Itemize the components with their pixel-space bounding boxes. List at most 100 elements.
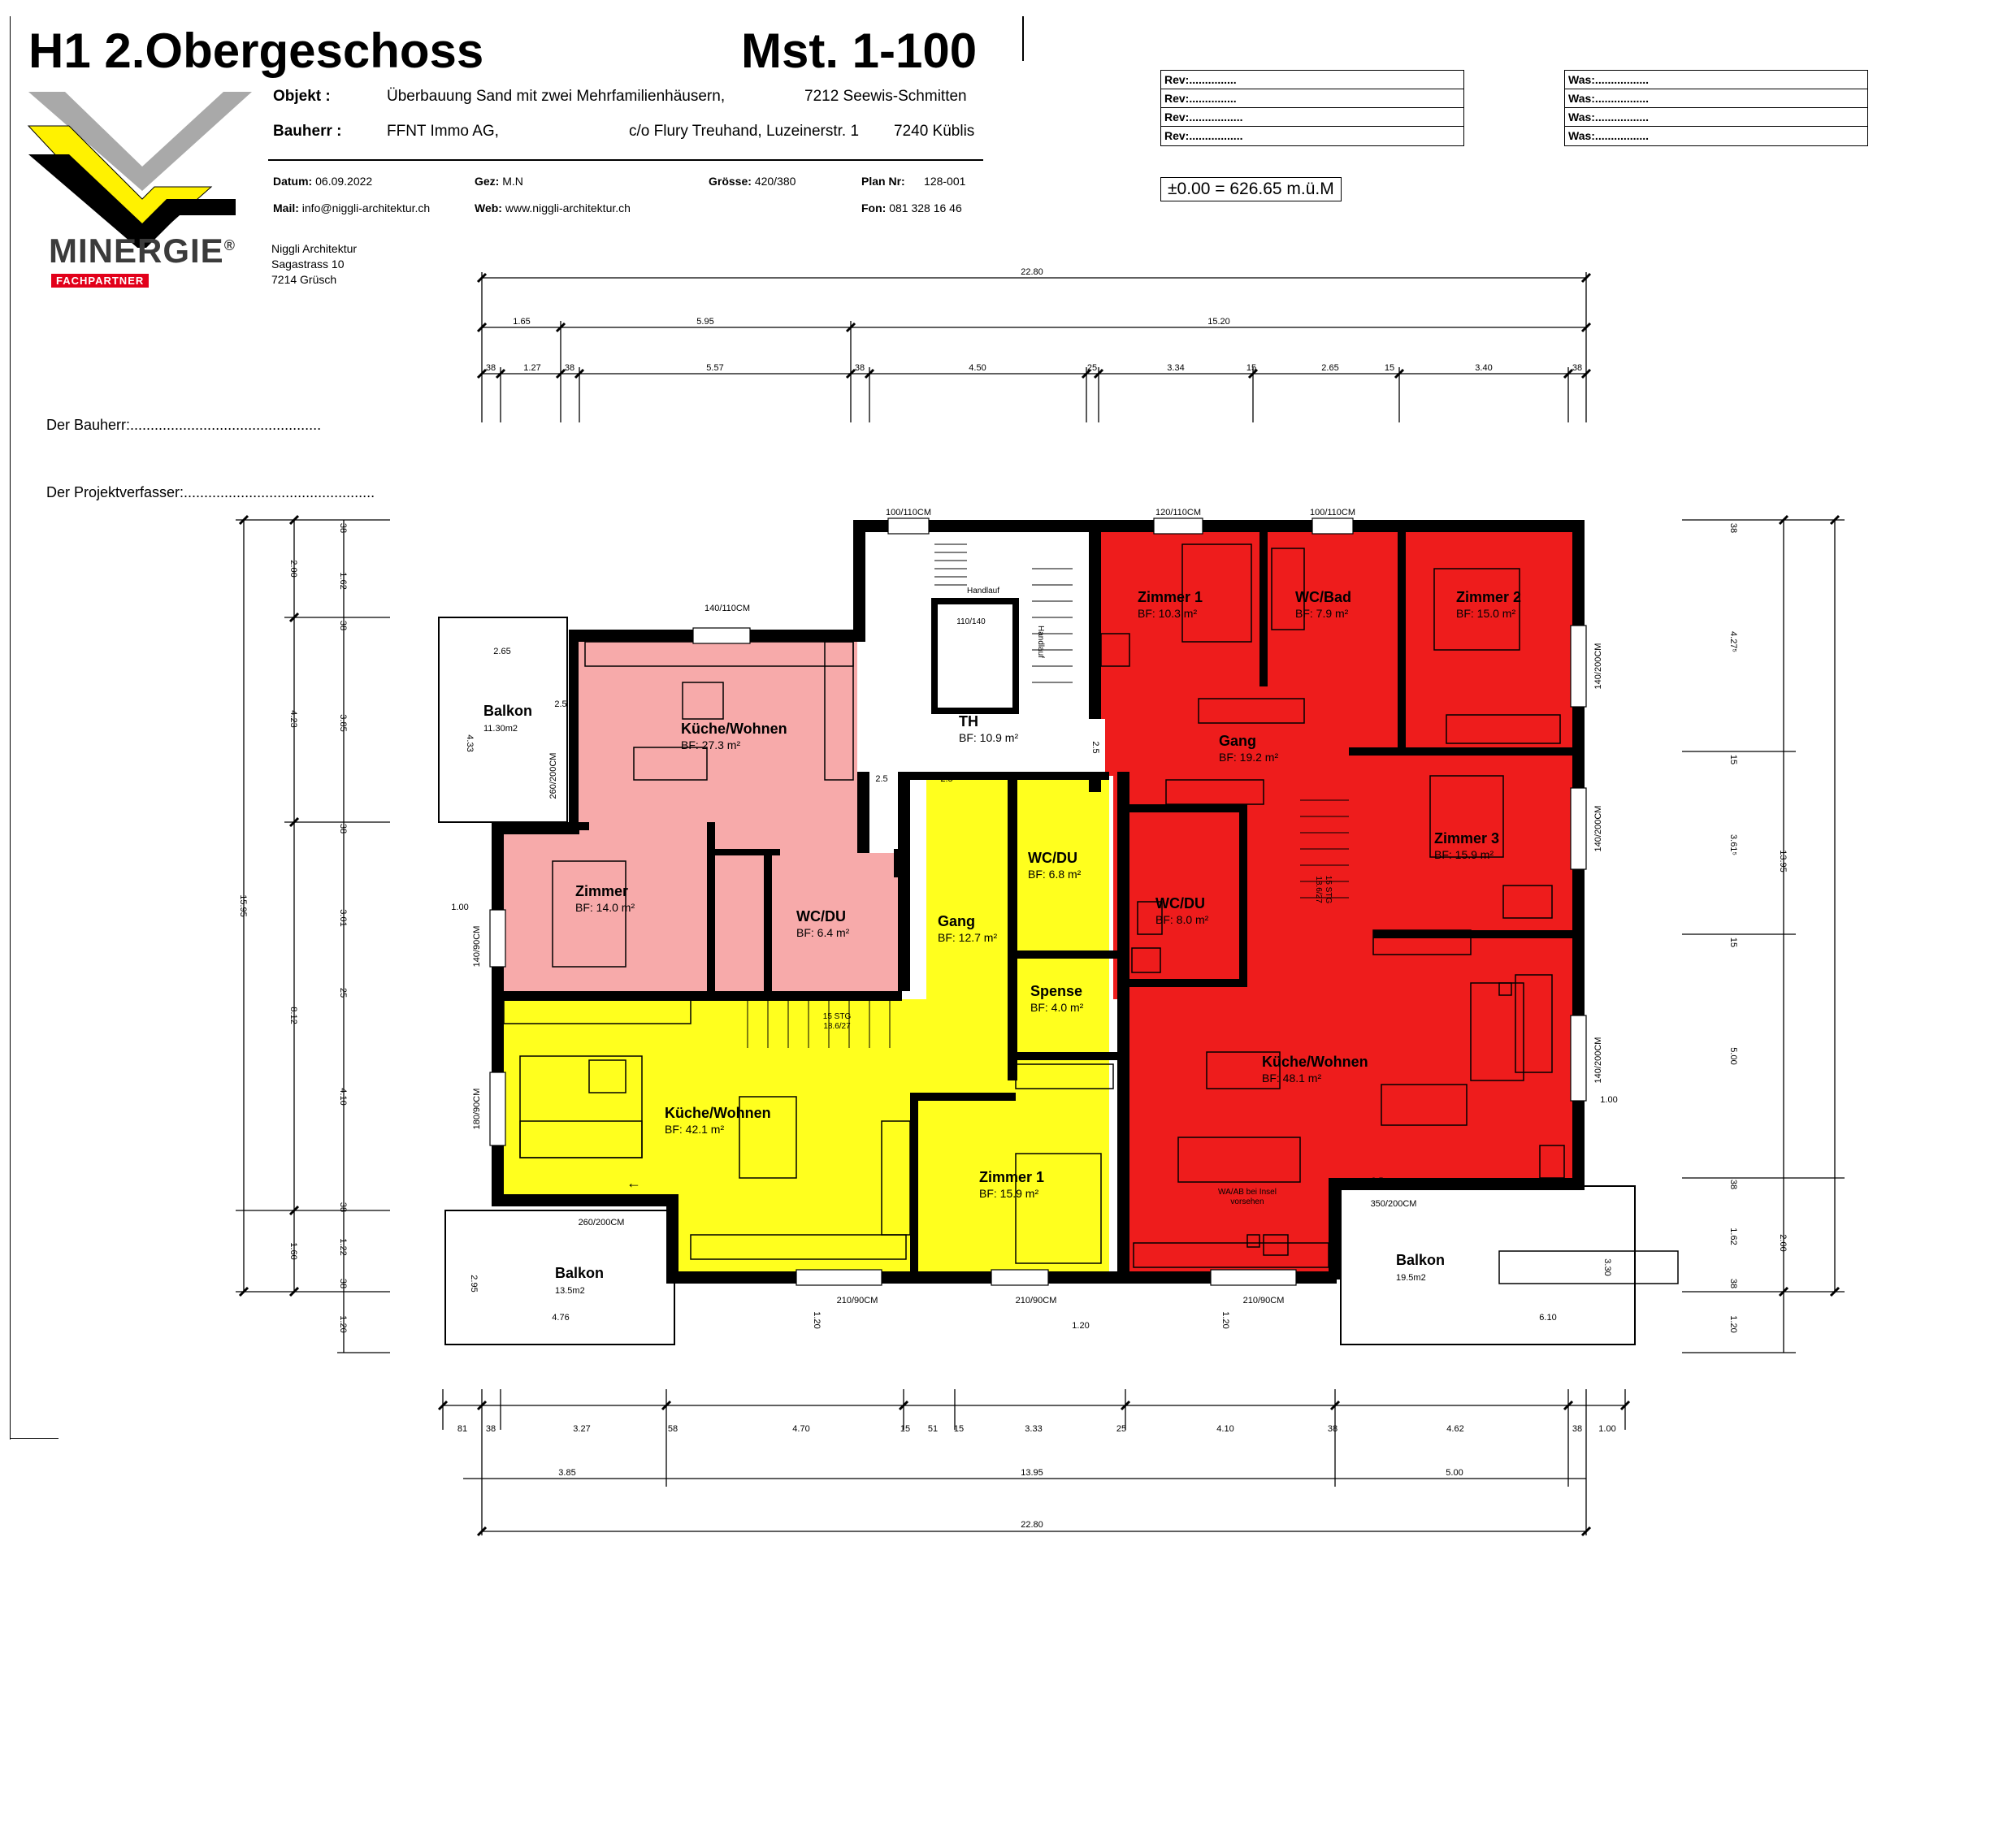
rev-row: Rev:............... [1161, 89, 1463, 108]
office-street: Sagastrass 10 [271, 258, 345, 271]
dim-left-detail: 38 [338, 1279, 348, 1288]
window-label: 120/110CM [1155, 508, 1201, 517]
room-area: BF: 8.0 m² [1155, 913, 1209, 926]
mail: Mail: info@niggli-architektur.ch [273, 201, 430, 214]
window-label: 140/90CM [472, 926, 482, 968]
bauherr-label: Bauherr : [273, 123, 342, 140]
balcony-dim: 4.33 [465, 734, 475, 751]
room-name: Küche/Wohnen [665, 1105, 771, 1121]
door-mark: 2.5 [554, 699, 566, 709]
room-area: BF: 15.0 m² [1456, 607, 1515, 620]
dim-bottom-detail: 38 [1328, 1424, 1337, 1434]
page-title: H1 2.Obergeschoss [28, 24, 484, 78]
room-name: Zimmer 1 [979, 1169, 1044, 1185]
note-stairs: 15 STG [1324, 876, 1333, 904]
objekt-location: 7212 Seewis-Schmitten [804, 88, 967, 105]
cabinets [503, 633, 1561, 1268]
dim-bottom-detail: 58 [668, 1424, 678, 1434]
signature-projektverfasser: Der Projektverfasser:...................… [46, 484, 375, 500]
windows [489, 517, 1587, 1286]
balcony-dim: 3.30 [1602, 1258, 1612, 1275]
room-area: BF: 4.0 m² [1030, 1001, 1084, 1014]
signature-bauherr: Der Bauherr:............................… [46, 417, 322, 433]
dim-bottom-detail: 4.10 [1216, 1424, 1233, 1434]
furniture [519, 543, 1679, 1284]
room-name: Balkon [1396, 1252, 1445, 1268]
unit-red [1097, 532, 1572, 1271]
arrow-icon: ← [626, 1175, 641, 1191]
registered-mark: ® [223, 237, 236, 253]
window-label: 180/90CM [472, 1089, 482, 1130]
groesse-label: Grösse: [709, 175, 752, 188]
dim-bottom-mid: 13.95 [1021, 1468, 1043, 1478]
dim-left-detail: 38 [338, 1202, 348, 1212]
dim-top-mid: 1.65 [513, 317, 530, 327]
dim-right-detail: 38 [1728, 1180, 1738, 1189]
dim-left-detail: 3.85 [338, 714, 348, 731]
gez-value: M.N [502, 175, 523, 188]
dim-bottom-detail: 25 [1116, 1424, 1126, 1434]
dim-top-mid: 5.95 [696, 317, 713, 327]
room-area: BF: 6.4 m² [796, 926, 850, 939]
room-area: BF: 42.1 m² [665, 1123, 724, 1136]
window-label: 100/110CM [886, 508, 931, 517]
dim-bottom-detail: 38 [1572, 1424, 1582, 1434]
room-name: WC/DU [1028, 850, 1077, 866]
note-handlauf: Handlauf [967, 587, 999, 595]
dim-bottom-detail: 3.27 [573, 1424, 590, 1434]
dim-top-detail: 3.40 [1475, 363, 1492, 373]
dim-top-detail: 1.27 [523, 363, 540, 373]
mail-value: info@niggli-architektur.ch [301, 201, 431, 214]
sheet-edge [10, 16, 11, 1440]
dim-top-detail: 15 [1385, 363, 1394, 373]
door-mark: 2.5 [1090, 741, 1100, 753]
dim-left-total: 15.95 [238, 894, 248, 917]
balcony-dim: 2.95 [469, 1275, 479, 1292]
was-row: Was:................. [1568, 129, 1650, 142]
dim-right-detail: 4.27⁵ [1728, 631, 1738, 652]
dim-misc: 1.00 [1600, 1095, 1617, 1105]
window-label: 210/90CM [1016, 1296, 1057, 1306]
dim-top-mid: 15.20 [1207, 317, 1230, 327]
web: Web: www.niggli-architektur.ch [475, 201, 631, 214]
dim-bottom-detail: 4.62 [1446, 1424, 1463, 1434]
window-label: 260/200CM [579, 1218, 625, 1228]
dim-bottom-detail: 81 [457, 1424, 467, 1434]
objekt-label: Objekt : [273, 88, 331, 105]
dim-top-detail: 2.65 [1321, 363, 1338, 373]
dim-left-mid: 2.00 [288, 560, 298, 577]
room-name: WC/Bad [1295, 589, 1351, 605]
groesse: Grösse: 420/380 [709, 175, 796, 188]
dim-bottom-mid: 3.85 [558, 1468, 575, 1478]
bauherr-city: 7240 Küblis [894, 123, 975, 140]
dim-right-detail: 15 [1728, 755, 1738, 764]
elevator-shaft [931, 598, 1019, 714]
dim-left-detail: 4.10 [338, 1088, 348, 1105]
dim-top-detail: 25 [1087, 363, 1097, 373]
bauherr-value: FFNT Immo AG, [387, 123, 499, 140]
dim-left-detail: 1.22 [338, 1238, 348, 1255]
door-mark: 2.5 [609, 1195, 622, 1205]
room-area: BF: 27.3 m² [681, 738, 740, 751]
rev-row: Rev:................. [1161, 108, 1463, 127]
gez-label: Gez: [475, 175, 500, 188]
room-area: BF: 14.0 m² [575, 901, 635, 914]
balcony-dim: 6.10 [1539, 1313, 1556, 1323]
dim-bottom-total: 22.80 [1021, 1520, 1043, 1530]
unit-yellow [504, 776, 1109, 1275]
room-area: BF: 7.9 m² [1295, 607, 1349, 620]
bauherr-address: c/o Flury Treuhand, Luzeinerstr. 1 [629, 123, 860, 140]
dim-bottom-detail: 1.00 [1598, 1424, 1615, 1434]
dim-bottom-detail: 15 [954, 1424, 964, 1434]
window-label: 210/90CM [1243, 1296, 1285, 1306]
vertical-dimension-texts: 15.95 2.00 4.23 8.12 1.60 38 1.62 38 3.8… [238, 523, 1788, 1333]
objekt-value: Überbauung Sand mit zwei Mehrfamilienhäu… [387, 88, 726, 105]
plan-label: Plan Nr: [861, 175, 905, 188]
office-city: 7214 Grüsch [271, 273, 337, 286]
datum-label: Datum: [273, 175, 313, 188]
revision-box-rev: Rev:............... Rev:............... … [1160, 70, 1464, 146]
room-area: BF: 48.1 m² [1262, 1072, 1321, 1085]
office-name: Niggli Architektur [271, 242, 358, 255]
dim-left-detail: 3.01 [338, 909, 348, 926]
room-name: Zimmer 1 [1138, 589, 1203, 605]
